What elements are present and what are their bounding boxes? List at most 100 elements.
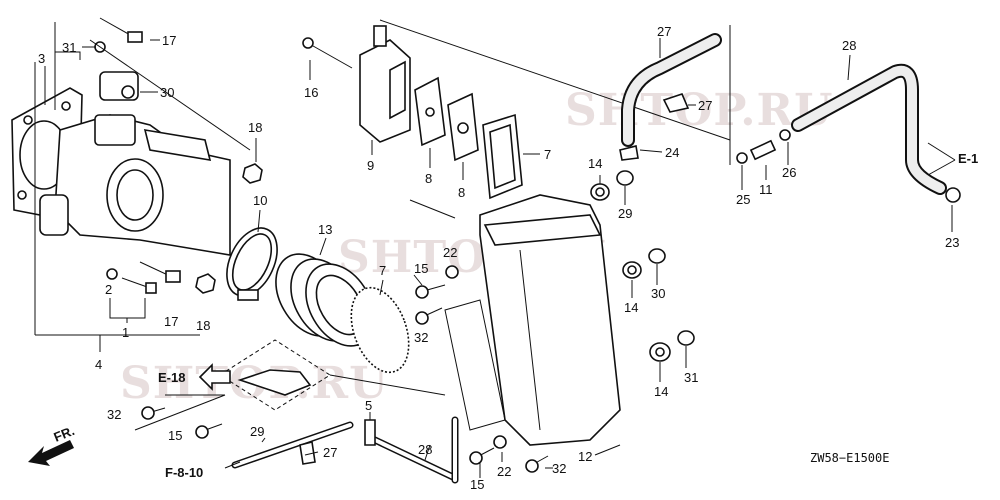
pad-part-8b <box>447 92 479 162</box>
nut-part-18-bottom <box>195 273 216 294</box>
callout-12: 12 <box>578 449 592 464</box>
callout-17-top: 17 <box>162 33 176 48</box>
callout-11: 11 <box>759 182 773 197</box>
pad-part-8a <box>414 76 446 147</box>
ref-arrow-e18[interactable]: E-18 <box>158 363 231 391</box>
callout-1: 1 <box>122 325 129 340</box>
callout-32a: 32 <box>414 330 428 345</box>
callout-32b: 32 <box>552 461 566 476</box>
callout-23: 27 <box>323 445 337 460</box>
callout-2: 2 <box>105 282 112 297</box>
callout-15c: 15 <box>168 428 182 443</box>
bolt-part-32a <box>415 307 443 325</box>
clip-part-20 <box>945 187 961 203</box>
grommet-part-14a <box>590 183 610 201</box>
bracket-line <box>54 22 81 60</box>
callout-19b: 22 <box>497 464 511 479</box>
gasket-part-7 <box>482 113 523 200</box>
bracket-line <box>409 199 456 219</box>
front-direction-arrow: FR. <box>28 423 77 466</box>
callout-6: 7 <box>379 263 386 278</box>
clip-part-24 <box>662 93 690 113</box>
hose-part-25 <box>621 33 722 147</box>
clip-part-23 <box>299 441 316 465</box>
callout-4: 4 <box>95 357 102 372</box>
callout-25: 27 <box>657 24 671 39</box>
callout-31: 31 <box>62 40 76 55</box>
clip-part-22b <box>779 129 791 141</box>
callout-17-bottom: 17 <box>164 314 178 329</box>
grommet-part-14b <box>622 261 642 279</box>
screw-part-17-top <box>99 17 143 43</box>
callout-8a: 8 <box>425 171 432 186</box>
callout-20: 23 <box>945 235 959 250</box>
throttle-body <box>39 114 231 256</box>
joint-part-5 <box>364 419 376 446</box>
bolt-part-15a <box>415 284 446 299</box>
dashed-outline <box>219 339 331 411</box>
callout-7: 7 <box>544 147 551 162</box>
bolt-part-32c <box>141 406 166 420</box>
bolt-part-15c <box>195 423 223 439</box>
resonator-part-9 <box>359 25 411 143</box>
callout-13: 13 <box>318 222 332 237</box>
callout-22b: 26 <box>782 165 796 180</box>
callout-5: 5 <box>365 398 372 413</box>
callout-3: 3 <box>38 51 45 66</box>
bracket-line <box>89 39 251 151</box>
watermark: SHTOP.RU <box>565 85 833 136</box>
callout-15b: 15 <box>470 477 484 492</box>
screw-part-17-bottom <box>139 261 181 283</box>
callout-29: 29 <box>250 424 264 439</box>
ref-arrow-f810[interactable]: F-8-10 <box>165 461 241 480</box>
bolt-part-15b <box>469 447 495 465</box>
collar-part-27a <box>616 170 634 186</box>
callout-14c: 14 <box>654 384 668 399</box>
callout-27c: 31 <box>684 370 698 385</box>
callout-27a: 29 <box>618 206 632 221</box>
callout-22a: 25 <box>736 192 750 207</box>
hose-part-26 <box>791 63 947 195</box>
bolt-part-32b <box>525 455 549 473</box>
callout-24: 27 <box>698 98 712 113</box>
ref-label-f810[interactable]: F-8-10 <box>165 465 203 480</box>
collar-part-27b <box>648 248 666 264</box>
washer-part-19b <box>493 435 507 449</box>
nut-part-18-top <box>242 163 263 184</box>
bracket-line <box>109 298 146 319</box>
air-cleaner-case-part-12 <box>444 194 621 446</box>
clip-part-21 <box>619 145 639 161</box>
callout-18-bottom: 18 <box>196 318 210 333</box>
screw-part-1 <box>121 277 157 294</box>
tube-part-29 <box>231 421 354 469</box>
callout-14a: 14 <box>588 156 602 171</box>
ref-label-e1[interactable]: E-1 <box>958 151 978 166</box>
grommet-part-14c <box>649 342 671 362</box>
callout-8b: 8 <box>458 185 465 200</box>
callout-19a: 22 <box>443 245 457 260</box>
leader-lines <box>44 38 953 478</box>
callout-15a: 15 <box>414 261 428 276</box>
o-ring-part-6 <box>350 286 410 374</box>
hose-band-part-10 <box>226 227 278 301</box>
callout-10: 10 <box>253 193 267 208</box>
bolt-part-16 <box>302 37 353 69</box>
bracket-line <box>379 19 731 141</box>
callout-28: 28 <box>418 442 432 457</box>
washer-part-2 <box>106 268 118 280</box>
callout-27b: 30 <box>651 286 665 301</box>
callout-18-top: 18 <box>248 120 262 135</box>
stay-bracket <box>237 369 312 396</box>
callout-32c: 32 <box>107 407 121 422</box>
clip-part-22a <box>736 152 748 164</box>
callout-9: 9 <box>367 158 374 173</box>
ref-label-e18[interactable]: E-18 <box>158 370 185 385</box>
callout-16: 16 <box>304 85 318 100</box>
front-label: FR. <box>52 423 77 445</box>
tube-part-28 <box>371 436 459 482</box>
callout-14b: 14 <box>624 300 638 315</box>
ref-arrow-e1[interactable]: E-1 <box>927 142 978 176</box>
callout-30: 30 <box>160 85 174 100</box>
